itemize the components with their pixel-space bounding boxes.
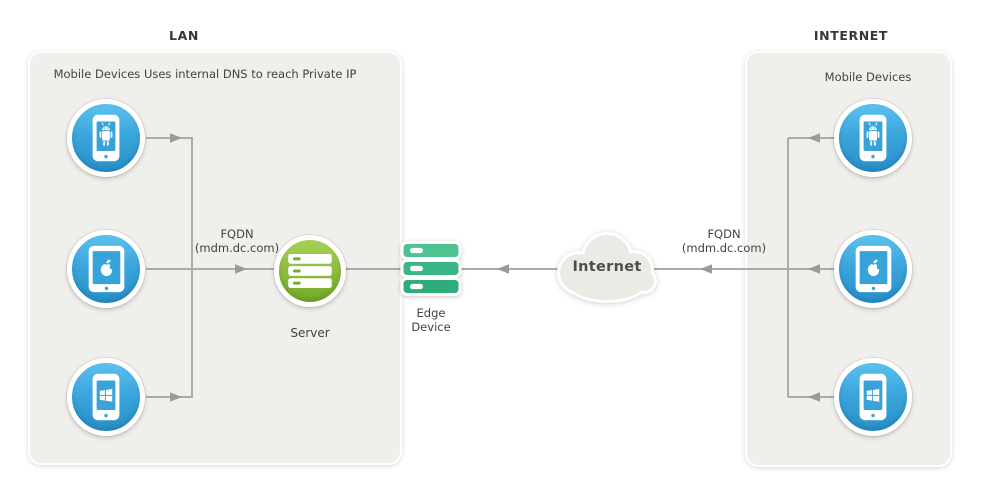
internet-device-windows bbox=[834, 358, 912, 436]
fqdn-line2: (mdm.dc.com) bbox=[681, 241, 767, 255]
internet-caption: Mobile Devices bbox=[824, 70, 912, 84]
device-circle bbox=[67, 230, 145, 308]
edge-device-label: Edge Device bbox=[411, 306, 450, 334]
server-node bbox=[274, 235, 346, 307]
lan-zone-title: LAN bbox=[169, 28, 199, 43]
lan-caption: Mobile Devices Uses internal DNS to reac… bbox=[53, 67, 357, 81]
internet-device-android bbox=[834, 99, 912, 177]
device-circle bbox=[67, 99, 145, 177]
apple-tablet-icon bbox=[86, 244, 127, 294]
device-circle bbox=[67, 358, 145, 436]
windows-phone-icon bbox=[855, 372, 891, 422]
device-circle bbox=[834, 99, 912, 177]
internet-device-apple bbox=[834, 230, 912, 308]
lan-device-android bbox=[67, 99, 145, 177]
edge-label-line2: Device bbox=[411, 320, 451, 334]
android-phone-icon bbox=[855, 113, 891, 163]
connector-lines bbox=[146, 137, 835, 398]
fqdn-line1: FQDN bbox=[220, 227, 254, 241]
cloud-icon bbox=[557, 232, 657, 303]
lan-fqdn-label: FQDN (mdm.dc.com) bbox=[195, 227, 279, 255]
device-circle bbox=[834, 230, 912, 308]
internet-zone-title: INTERNET bbox=[813, 28, 889, 43]
server-label: Server bbox=[290, 326, 330, 340]
connector-arrowheads bbox=[170, 133, 820, 402]
edge-label-line1: Edge bbox=[416, 306, 446, 320]
android-phone-icon bbox=[88, 113, 124, 163]
device-circle bbox=[834, 358, 912, 436]
edge-device-stack-icon bbox=[400, 241, 462, 296]
lan-device-apple bbox=[67, 230, 145, 308]
server-circle bbox=[274, 235, 346, 307]
internet-fqdn-label: FQDN (mdm.dc.com) bbox=[682, 227, 766, 255]
windows-phone-icon bbox=[88, 372, 124, 422]
server-stack-icon bbox=[288, 254, 332, 288]
cloud-label: Internet bbox=[572, 259, 642, 275]
fqdn-line2: (mdm.dc.com) bbox=[194, 241, 280, 255]
apple-tablet-icon bbox=[853, 244, 894, 294]
lan-device-windows bbox=[67, 358, 145, 436]
fqdn-line1: FQDN bbox=[707, 227, 741, 241]
